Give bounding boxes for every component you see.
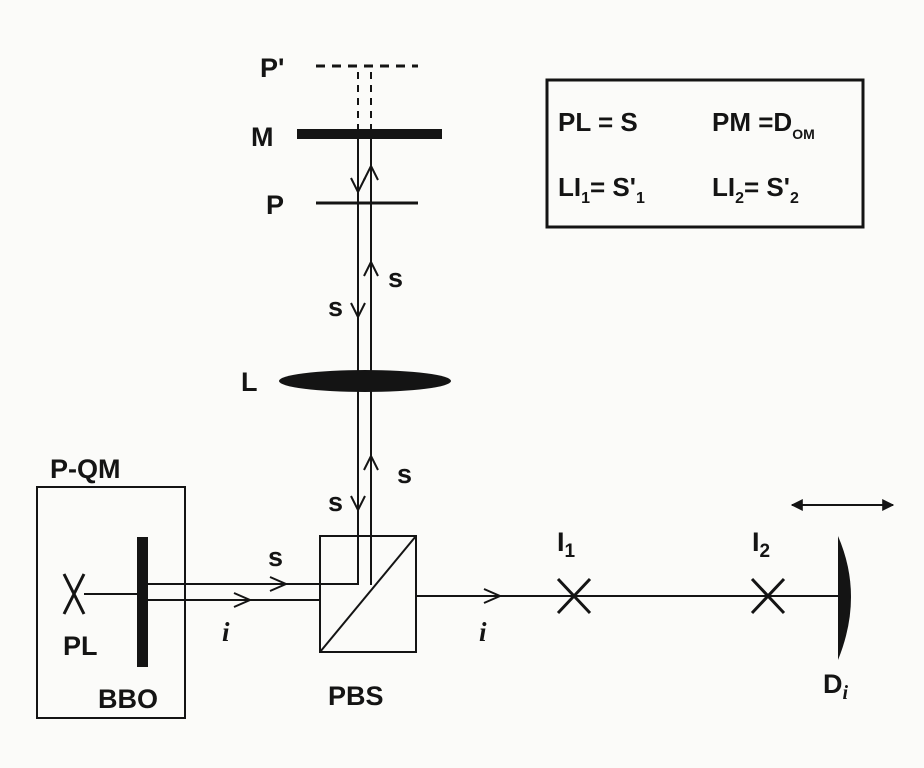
pqm-label: P-QM	[50, 454, 121, 484]
down-arrow-upper	[350, 302, 366, 320]
up-arrow-upper	[363, 259, 379, 277]
i1-x-marker-icon	[556, 577, 592, 615]
i1-label: I1	[557, 527, 576, 562]
i2-x-marker-icon	[750, 577, 786, 615]
s-label-right-upper: s	[388, 263, 403, 293]
plate-p-label: P	[266, 190, 284, 220]
pqm-box	[36, 486, 186, 719]
bbo-label: BBO	[98, 684, 158, 714]
up-arrow-top	[363, 163, 379, 181]
s-label-left-lower: s	[328, 487, 343, 517]
detector-di	[838, 536, 851, 660]
i-label-left: i	[222, 617, 230, 647]
down-arrow-top	[350, 177, 366, 195]
down-arrow-lower	[350, 495, 366, 513]
s-label-left-upper: s	[328, 292, 343, 322]
p-prime-label: P'	[260, 53, 284, 83]
legend-li2-eq: LI2= S'2	[712, 172, 799, 207]
legend-pl-eq: PL = S	[558, 107, 638, 137]
pl-label: PL	[63, 631, 98, 661]
legend-box	[545, 78, 865, 229]
signal-arrow-right	[269, 576, 289, 592]
i-label-right: i	[479, 617, 487, 647]
pbs-cube	[319, 535, 417, 653]
legend-pm-eq: PM =DOM	[712, 107, 815, 142]
s-label-right-lower: s	[397, 459, 412, 489]
idler-arrow-right-right	[483, 588, 503, 604]
lens-l-label: L	[241, 367, 258, 397]
detector-label: Di	[823, 669, 849, 704]
up-arrow-lower	[363, 453, 379, 471]
lens-l	[279, 370, 451, 392]
idler-arrow-right-left	[233, 592, 253, 608]
s-label-horizontal: s	[268, 542, 283, 572]
legend-li1-eq: LI1= S'1	[558, 172, 645, 207]
mirror-m-label: M	[251, 122, 274, 152]
i2-label: I2	[752, 527, 770, 562]
pbs-diagonal	[319, 535, 417, 653]
mirror-m	[297, 129, 442, 139]
bbo-crystal	[137, 537, 148, 667]
pl-source-x-icon	[62, 573, 86, 615]
pbs-label: PBS	[328, 681, 384, 711]
